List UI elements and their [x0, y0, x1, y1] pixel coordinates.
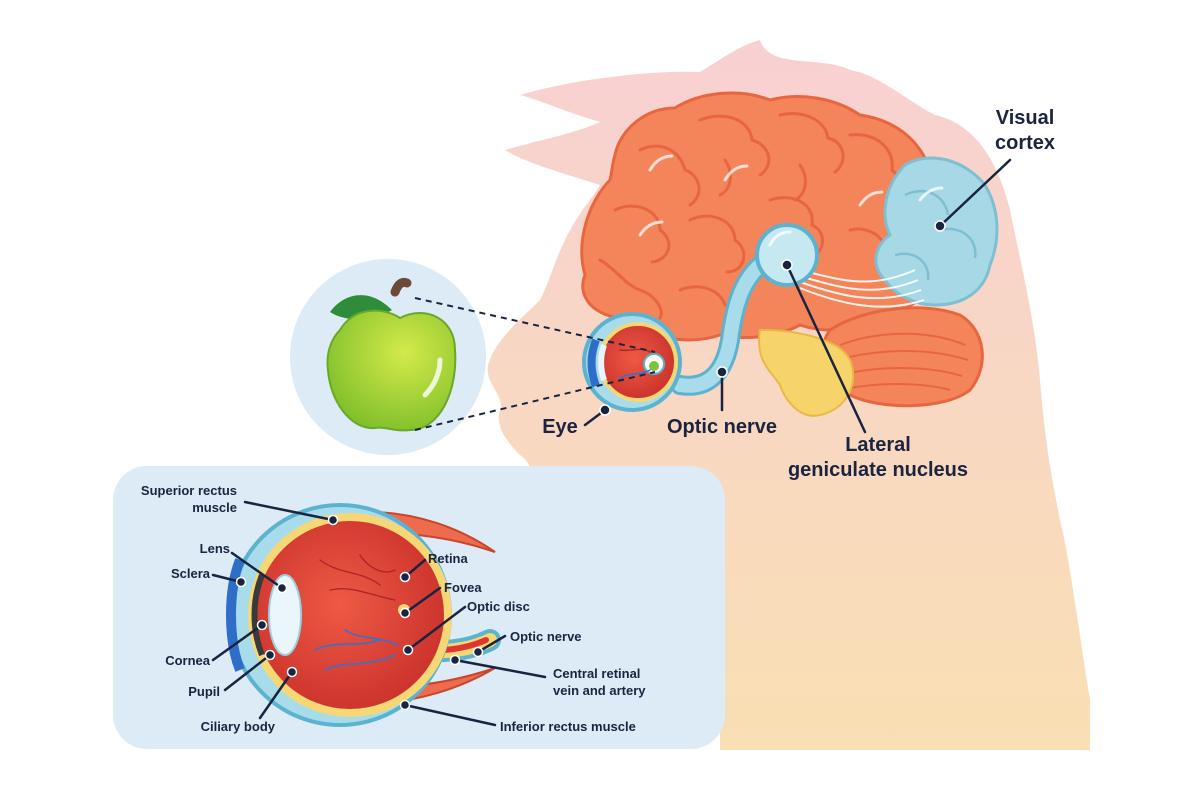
label-superior-rectus-line1: Superior rectus: [141, 483, 237, 498]
label-optic-nerve: Optic nerve: [667, 416, 777, 438]
inset-labels: Superior rectus muscle Lens Sclera Corne…: [141, 483, 646, 734]
head-eye: [582, 312, 682, 412]
label-central-retinal-line1: Central retinal: [553, 666, 640, 681]
label-central-retinal-line2: vein and artery: [553, 683, 646, 698]
apple-bubble: [290, 259, 656, 455]
brain-gyri: [598, 112, 902, 320]
retinal-vessels: [314, 554, 399, 671]
label-ciliary-body: Ciliary body: [201, 719, 276, 734]
label-superior-rectus-line2: muscle: [192, 500, 237, 515]
label-inset-optic-nerve: Optic nerve: [510, 629, 582, 644]
leader-lines: [211, 158, 1012, 727]
label-lgn-line1: Lateral: [845, 434, 911, 456]
label-pupil: Pupil: [188, 684, 220, 699]
label-visual-cortex-line2: cortex: [995, 132, 1055, 154]
label-visual-cortex-line1: Visual: [996, 107, 1055, 129]
label-cornea: Cornea: [165, 653, 211, 668]
optic-nerve-tract: [670, 245, 785, 396]
label-retina: Retina: [428, 551, 469, 566]
brain-highlights: [638, 154, 884, 237]
visual-cortex: [874, 156, 999, 307]
eye-anatomy-inset: [113, 466, 725, 749]
label-fovea: Fovea: [444, 580, 482, 595]
label-lens: Lens: [200, 541, 230, 556]
main-labels: Visual cortex Eye Optic nerve Lateral ge…: [542, 107, 1055, 481]
label-sclera: Sclera: [171, 566, 211, 581]
label-eye: Eye: [542, 416, 578, 438]
brainstem: [758, 328, 855, 417]
brain: [580, 91, 957, 342]
label-lgn-line2: geniculate nucleus: [788, 459, 968, 481]
label-optic-disc: Optic disc: [467, 599, 530, 614]
label-inferior-rectus: Inferior rectus muscle: [500, 719, 636, 734]
sight-lines: [414, 297, 656, 431]
lateral-geniculate-nucleus: [755, 223, 819, 287]
apple-icon: [326, 277, 457, 432]
